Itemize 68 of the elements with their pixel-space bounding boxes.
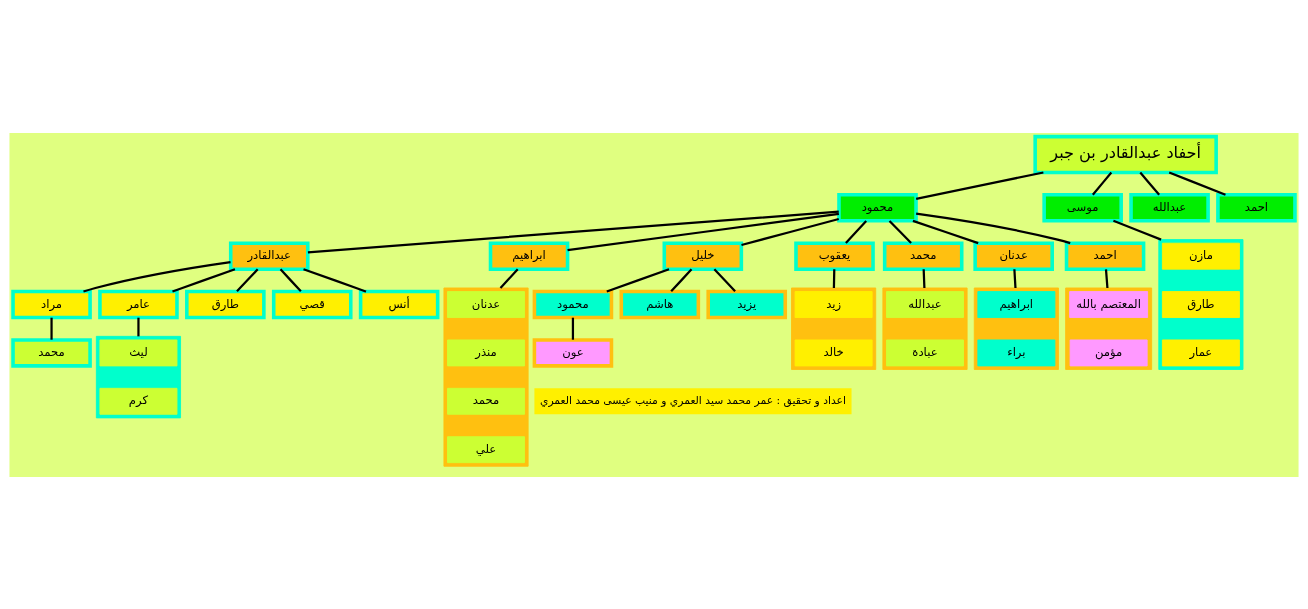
connector <box>1168 171 1226 196</box>
node-box: ابراهيم <box>977 290 1056 318</box>
node-box: احمد <box>1216 192 1297 223</box>
connector <box>1091 171 1113 195</box>
connector <box>912 219 979 244</box>
label: اعداد و تحقيق : عمر محمد سيد العمري و منيب عيسى محمد العمري <box>539 393 846 407</box>
connector <box>567 212 840 251</box>
node-box: عامر <box>98 289 179 319</box>
node-box: احمد <box>1064 240 1146 271</box>
node-box: محمد <box>447 387 525 415</box>
connector <box>915 170 1044 200</box>
node-box: عبادة <box>886 339 964 366</box>
node-box: محمود <box>837 192 918 223</box>
node-box: عدنان <box>973 240 1054 271</box>
node-box: طارق <box>1161 290 1240 318</box>
node-box: أنس <box>358 289 440 319</box>
connector <box>1013 268 1017 288</box>
node-box: محمد <box>882 240 964 271</box>
node-box: مؤمن <box>1069 339 1148 366</box>
node-box: قصي <box>271 289 353 319</box>
connector <box>606 267 670 293</box>
connector <box>571 317 575 340</box>
connector <box>279 268 302 292</box>
connector <box>670 268 693 292</box>
node-box: عون <box>532 337 614 368</box>
connector <box>236 268 259 292</box>
connector <box>845 219 868 244</box>
connector <box>50 317 53 340</box>
node-box: ابراهيم <box>488 240 570 271</box>
connector <box>172 267 236 293</box>
connector <box>137 317 140 336</box>
node-box: عبدالقادر <box>228 240 310 271</box>
node-box: موسى <box>1042 192 1123 223</box>
node-box: منذر <box>447 339 525 366</box>
node-box: كرم <box>99 387 178 415</box>
node-box: محمود <box>532 289 614 319</box>
node-box: مازن <box>1161 242 1240 270</box>
node-box: أحفاد عبدالقادر بن جبر <box>1033 134 1218 174</box>
node-box: علي <box>447 435 525 463</box>
node-box: عدنان <box>447 290 525 318</box>
connector <box>1104 268 1109 288</box>
node-box: محمد <box>11 337 92 368</box>
node-box: يعقوب <box>794 240 875 271</box>
node-box: المعتصم بالله <box>1069 290 1149 318</box>
node-box: خالد <box>794 339 873 366</box>
connector <box>1139 171 1160 195</box>
connector <box>832 268 836 288</box>
connector <box>1113 219 1162 241</box>
connector <box>916 212 1071 244</box>
node-box: يزيد <box>706 289 788 319</box>
connector <box>741 217 840 246</box>
node-box: خليل <box>662 240 744 271</box>
connector <box>713 268 736 292</box>
connector <box>922 268 926 288</box>
connector <box>499 268 519 289</box>
node-box: زيد <box>794 290 873 318</box>
connector <box>307 210 839 253</box>
node-box: ليث <box>99 339 178 366</box>
node-box: براء <box>977 339 1056 366</box>
node-box: طارق <box>185 289 266 319</box>
node-box: عبدالله <box>1129 192 1210 223</box>
connector <box>83 260 231 293</box>
node-box: هاشم <box>619 289 701 319</box>
connector <box>888 219 912 244</box>
node-box: مراد <box>11 289 92 319</box>
node-box: عبدالله <box>886 290 964 318</box>
connector <box>303 267 367 293</box>
node-box: عمار <box>1161 339 1240 366</box>
